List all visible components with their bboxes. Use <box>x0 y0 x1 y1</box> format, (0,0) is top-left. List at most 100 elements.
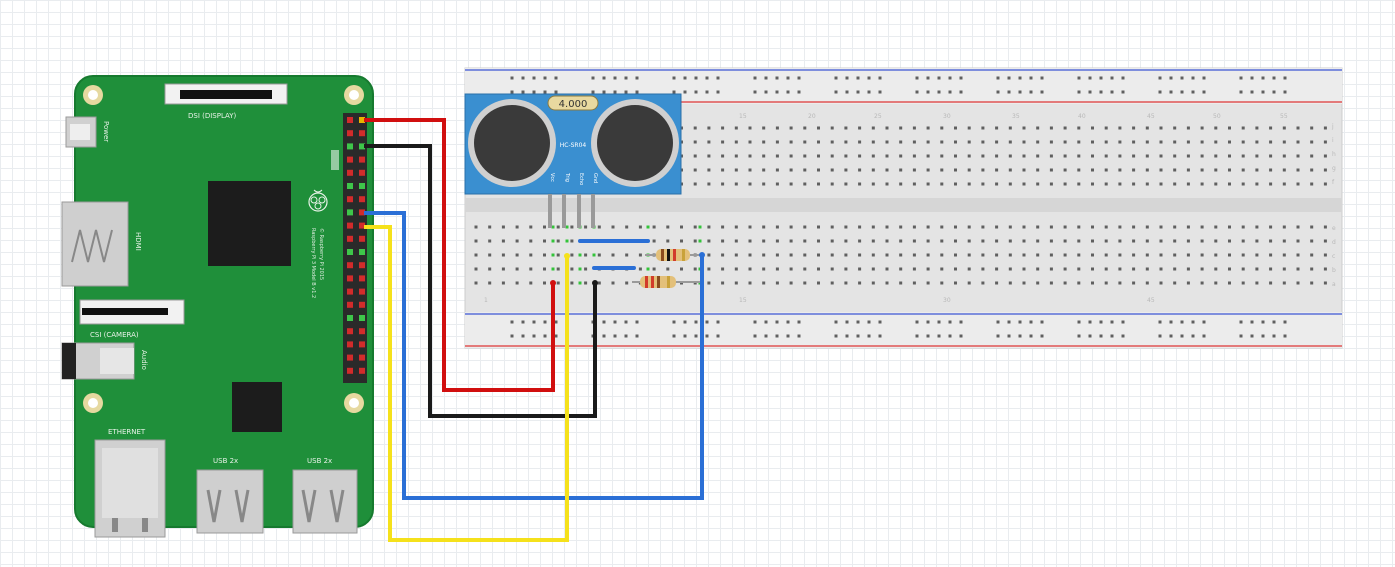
breadboard-hole <box>1118 126 1122 130</box>
breadboard-hole <box>532 320 536 324</box>
gpio-pin <box>359 183 365 189</box>
breadboard-hole <box>694 76 698 80</box>
breadboard-hole <box>797 76 801 80</box>
breadboard-hole <box>1008 168 1012 172</box>
breadboard-hole <box>940 281 944 285</box>
breadboard-hole <box>510 320 514 324</box>
breadboard-hole <box>858 168 862 172</box>
row-letter: c <box>1332 253 1335 260</box>
breadboard-hole <box>1088 334 1092 338</box>
breadboard-hole <box>1269 140 1273 144</box>
breadboard-hole <box>698 225 702 229</box>
breadboard-hole <box>1077 239 1081 243</box>
breadboard-hole <box>926 168 930 172</box>
breadboard-hole <box>948 320 952 324</box>
breadboard-hole <box>1077 140 1081 144</box>
breadboard-hole <box>1077 267 1081 271</box>
breadboard-hole <box>830 154 834 158</box>
breadboard-hole <box>521 90 525 94</box>
breadboard-hole <box>1118 281 1122 285</box>
breadboard-hole <box>1077 154 1081 158</box>
breadboard-hole <box>967 168 971 172</box>
usb-port-right <box>292 469 358 534</box>
pin-label-trig: Trig <box>564 172 570 182</box>
breadboard-hole <box>543 320 547 324</box>
breadboard-hole <box>611 225 615 229</box>
breadboard-hole <box>981 140 985 144</box>
breadboard-hole <box>1282 154 1286 158</box>
breadboard-hole <box>1269 253 1273 257</box>
breadboard-hole <box>1118 225 1122 229</box>
breadboard-hole <box>543 239 546 243</box>
breadboard-hole <box>672 334 676 338</box>
breadboard-hole <box>871 168 875 172</box>
breadboard-hole <box>1296 239 1300 243</box>
breadboard-hole <box>1282 225 1286 229</box>
breadboard-hole <box>926 154 930 158</box>
breadboard-hole <box>762 253 766 257</box>
breadboard-hole <box>721 140 725 144</box>
breadboard-hole <box>1310 281 1314 285</box>
breadboard-hole <box>995 126 999 130</box>
breadboard-hole <box>683 334 687 338</box>
breadboard-hole <box>1029 76 1033 80</box>
breadboard-hole <box>1091 281 1094 285</box>
wires <box>364 118 705 542</box>
breadboard-hole <box>1063 225 1067 229</box>
breadboard-hole <box>1186 126 1190 130</box>
breadboard-hole <box>1091 267 1094 271</box>
breadboard-hole <box>565 239 569 243</box>
ethernet-port-inner <box>102 448 158 518</box>
breadboard-hole <box>1186 253 1190 257</box>
breadboard-hole <box>1159 140 1163 144</box>
col-num: 15 <box>739 113 747 120</box>
breadboard-hole <box>1007 334 1011 338</box>
breadboard-hole <box>899 281 903 285</box>
breadboard-hole <box>1040 90 1044 94</box>
breadboard-hole <box>803 154 807 158</box>
breadboard-hole <box>817 140 820 144</box>
breadboard-hole <box>625 281 629 285</box>
breadboard-hole <box>1241 225 1245 229</box>
breadboard-hole <box>948 334 952 338</box>
usb-slot-shape <box>234 489 250 523</box>
breadboard-hole <box>707 126 711 130</box>
breadboard-hole <box>858 182 862 186</box>
breadboard-hole <box>1255 281 1259 285</box>
breadboard-hole <box>1255 140 1259 144</box>
breadboard-hole <box>1282 182 1286 186</box>
breadboard-hole <box>1282 239 1286 243</box>
breadboard-hole <box>1132 267 1136 271</box>
usb-lan-chip <box>232 382 282 432</box>
breadboard-hole <box>1132 182 1136 186</box>
col-num: 25 <box>874 113 882 120</box>
breadboard-hole <box>1022 239 1026 243</box>
breadboard-hole <box>1173 140 1177 144</box>
breadboard-hole <box>1145 140 1149 144</box>
dsi-label: DSI (DISPLAY) <box>188 112 237 120</box>
breadboard-hole <box>666 225 670 229</box>
breadboard-hole <box>693 140 697 144</box>
row-letter: h <box>1332 151 1336 158</box>
breadboard-hole <box>926 140 930 144</box>
model-label: Raspberry Pi 3 Model B v1.2 <box>310 228 316 298</box>
breadboard-hole <box>786 320 790 324</box>
breadboard-hole <box>803 225 807 229</box>
gpio-pin <box>359 235 365 242</box>
breadboard-hole <box>1169 334 1173 338</box>
breadboard-hole <box>1214 140 1218 144</box>
breadboard-hole <box>501 239 505 243</box>
breadboard-hole <box>1077 182 1081 186</box>
breadboard-hole <box>1272 90 1276 94</box>
breadboard-hole <box>1077 281 1081 285</box>
breadboard-hole <box>501 267 505 271</box>
breadboard-hole <box>1250 334 1254 338</box>
breadboard-hole <box>584 225 588 229</box>
breadboard-hole <box>1269 267 1273 271</box>
breadboard-hole <box>954 140 957 144</box>
breadboard-hole <box>940 267 944 271</box>
breadboard-hole <box>764 320 768 324</box>
breadboard-hole <box>858 239 862 243</box>
breadboard-hole <box>551 239 555 243</box>
breadboard-hole <box>817 126 820 130</box>
